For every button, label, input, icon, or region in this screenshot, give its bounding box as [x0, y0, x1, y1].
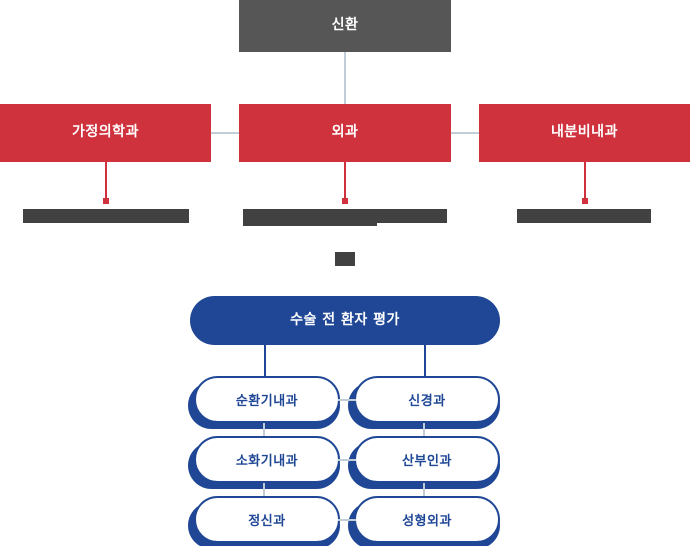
department-label: 내분비내과	[551, 124, 618, 141]
specialty-label: 순환기내과	[235, 394, 299, 409]
connector-endocrinology-down	[584, 162, 586, 200]
specialty-pill: 신경과	[354, 376, 500, 423]
specialty-pill: 순환기내과	[194, 376, 340, 423]
connector-family-medicine-down	[105, 162, 107, 200]
specialty-node-psychiatry[interactable]: 정신과	[188, 496, 340, 546]
connector-cardiology-to-gastroenterology	[263, 423, 265, 436]
department-node-family-medicine[interactable]: 가정의학과	[0, 104, 211, 162]
connector-gastroenterology-to-obgyn	[338, 459, 356, 461]
specialty-label: 소화기내과	[235, 454, 299, 469]
specialty-pill: 소화기내과	[194, 436, 340, 483]
specialty-label: 정신과	[248, 514, 286, 529]
specialty-label: 산부인과	[402, 454, 452, 469]
department-label: 가정의학과	[72, 124, 139, 141]
specialty-pill: 정신과	[194, 496, 340, 543]
specialty-pill: 성형외과	[354, 496, 500, 543]
redacted-text-small	[335, 252, 355, 266]
connector-evaluation-to-cardiology	[264, 345, 266, 376]
department-label: 외과	[331, 124, 359, 141]
specialty-node-plastic-surgery[interactable]: 성형외과	[348, 496, 500, 546]
connector-surgery-to-endocrinology	[451, 132, 479, 134]
evaluation-node-preoperative[interactable]: 수술 전 환자 평가	[190, 296, 500, 345]
connector-root-to-surgery	[344, 52, 346, 104]
connector-psychiatry-to-plastic-surgery	[338, 519, 356, 521]
connector-obgyn-to-plastic-surgery	[423, 483, 425, 496]
connector-neurology-to-obgyn	[423, 423, 425, 436]
redacted-text-center-line2	[243, 223, 377, 226]
redacted-text-center-line1	[243, 209, 447, 223]
evaluation-label: 수술 전 환자 평가	[290, 311, 400, 328]
specialty-node-obstetrics-gynecology[interactable]: 산부인과	[348, 436, 500, 489]
specialty-pill: 산부인과	[354, 436, 500, 483]
arrow-marker-family-medicine	[103, 198, 109, 204]
redacted-text-right	[517, 209, 651, 223]
specialty-node-gastroenterology[interactable]: 소화기내과	[188, 436, 340, 489]
connector-evaluation-to-neurology	[424, 345, 426, 376]
connector-cardiology-to-neurology	[338, 399, 356, 401]
arrow-marker-surgery	[342, 198, 348, 204]
root-node-label: 신환	[331, 17, 359, 34]
connector-family-to-surgery	[211, 132, 239, 134]
specialty-label: 성형외과	[402, 514, 452, 529]
specialty-label: 신경과	[408, 394, 446, 409]
department-node-surgery[interactable]: 외과	[239, 104, 451, 162]
specialty-node-neurology[interactable]: 신경과	[348, 376, 500, 429]
connector-gastroenterology-to-psychiatry	[263, 483, 265, 496]
specialty-node-cardiology[interactable]: 순환기내과	[188, 376, 340, 429]
arrow-marker-endocrinology	[582, 198, 588, 204]
redacted-text-left	[23, 209, 189, 223]
connector-surgery-down	[344, 162, 346, 200]
root-node-new-patient[interactable]: 신환	[239, 0, 451, 52]
department-node-endocrinology[interactable]: 내분비내과	[479, 104, 690, 162]
